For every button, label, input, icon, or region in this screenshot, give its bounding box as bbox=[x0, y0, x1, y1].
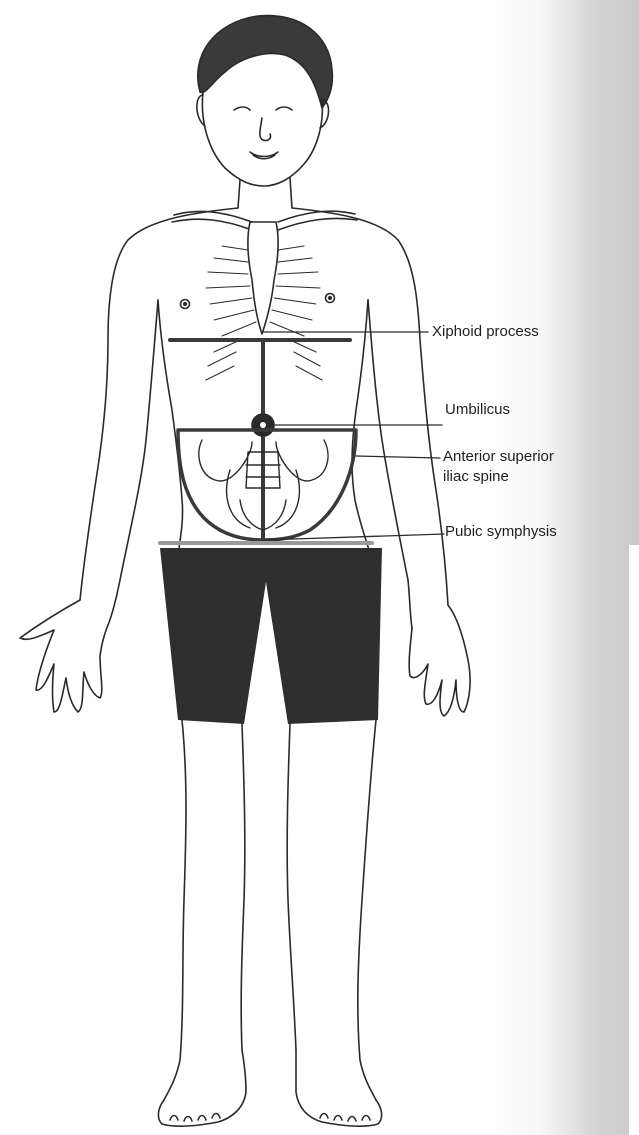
mouth bbox=[250, 152, 278, 159]
sternum bbox=[248, 222, 278, 334]
pelvic-region-outline bbox=[178, 430, 356, 540]
right-foot bbox=[296, 1050, 382, 1126]
left-leg-inner bbox=[241, 724, 245, 1050]
right-leg-outer bbox=[358, 720, 376, 1100]
left-foot bbox=[158, 1050, 246, 1126]
eyes bbox=[234, 107, 292, 110]
label-pubic-symphysis: Pubic symphysis bbox=[445, 522, 557, 541]
label-umbilicus: Umbilicus bbox=[445, 400, 510, 419]
left-hand bbox=[20, 600, 108, 712]
label-xiphoid-process: Xiphoid process bbox=[432, 322, 539, 341]
right-shoulder-arm bbox=[292, 208, 448, 605]
label-asis-line1: Anterior superior bbox=[443, 447, 554, 466]
right-hand bbox=[409, 605, 470, 716]
nose bbox=[260, 118, 271, 141]
hair bbox=[198, 16, 333, 108]
right-leg-inner bbox=[287, 724, 296, 1050]
left-leg-outer bbox=[164, 720, 186, 1100]
leader-asis bbox=[356, 456, 440, 458]
shorts bbox=[160, 548, 382, 724]
label-asis-line2: iliac spine bbox=[443, 467, 509, 486]
left-inner-arm bbox=[108, 300, 158, 625]
